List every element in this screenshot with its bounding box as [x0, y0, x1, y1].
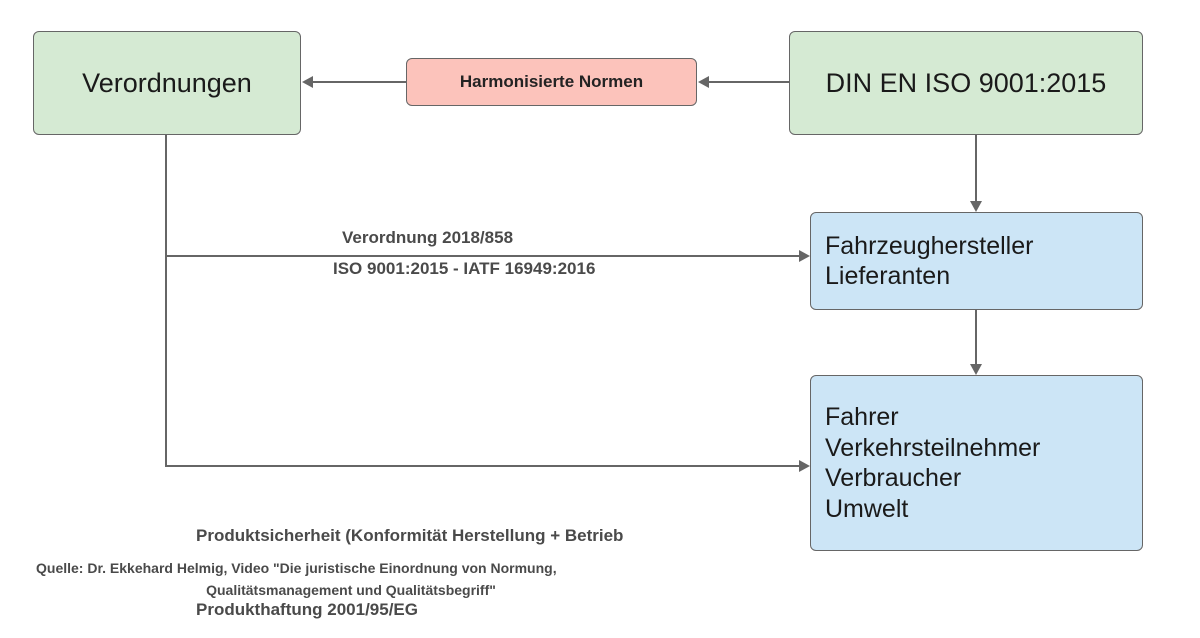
node-verordnungen[interactable]: Verordnungen — [33, 31, 301, 135]
node-verordnungen-label: Verordnungen — [82, 67, 252, 98]
edge-din-to-harmonisierte — [708, 81, 789, 83]
arrowhead-to-verordnungen — [302, 76, 313, 88]
node-harmonisierte-normen-label: Harmonisierte Normen — [459, 71, 644, 91]
edge-label-produktsicherheit-line-1: Produktsicherheit (Konformität Herstellu… — [196, 526, 624, 546]
edge-din-to-hersteller — [975, 135, 977, 203]
arrowhead-to-fahrer-top — [970, 364, 982, 375]
source-note: Quelle: Dr. Ekkehard Helmig, Video "Die … — [36, 557, 666, 602]
edge-harmonisierte-to-verordnungen — [312, 81, 406, 83]
edge-hersteller-to-fahrer — [975, 310, 977, 365]
source-note-line-1: Quelle: Dr. Ekkehard Helmig, Video "Die … — [36, 560, 557, 576]
arrowhead-to-harmonisierte — [698, 76, 709, 88]
node-fahrer-line-4: Umwelt — [825, 494, 909, 523]
node-fahrer-line-1: Fahrer — [825, 403, 899, 431]
edge-verordnungen-to-hersteller — [165, 255, 800, 257]
arrowhead-to-hersteller-top — [970, 201, 982, 212]
node-fahrzeughersteller-line-1: Fahrzeughersteller — [825, 231, 1034, 260]
edge-verordnungen-trunk-lower — [165, 255, 167, 467]
node-fahrer-line-2: Verkehrsteilnehmer — [825, 433, 1041, 462]
edge-label-iso-iatf: ISO 9001:2015 - IATF 16949:2016 — [333, 259, 596, 278]
edge-verordnungen-trunk-upper — [165, 135, 167, 257]
node-harmonisierte-normen[interactable]: Harmonisierte Normen — [406, 58, 697, 106]
node-din-en-iso-9001-label: DIN EN ISO 9001:2015 — [825, 67, 1107, 98]
edge-label-produktsicherheit-line-2: Produkthaftung 2001/95/EG — [196, 600, 418, 620]
edge-verordnungen-to-fahrer — [165, 465, 800, 467]
source-note-line-2: Qualitätsmanagement und Qualitätsbegriff… — [206, 582, 496, 599]
arrowhead-to-fahrer-left — [799, 460, 810, 472]
edge-label-verordnung-2018: Verordnung 2018/858 — [342, 228, 514, 247]
node-din-en-iso-9001[interactable]: DIN EN ISO 9001:2015 — [789, 31, 1143, 135]
arrowhead-to-hersteller-left — [799, 250, 810, 262]
node-fahrer-line-3: Verbraucher — [825, 464, 962, 492]
node-fahrzeughersteller-line-2: Lieferanten — [825, 262, 951, 290]
node-fahrer-verkehrsteilnehmer[interactable]: Fahrer Verkehrsteilnehmer Verbraucher Um… — [810, 375, 1143, 551]
node-fahrzeughersteller-lieferanten[interactable]: Fahrzeughersteller Lieferanten — [810, 212, 1143, 310]
edge-label-produktsicherheit: Produktsicherheit (Konformität Herstellu… — [196, 475, 623, 638]
